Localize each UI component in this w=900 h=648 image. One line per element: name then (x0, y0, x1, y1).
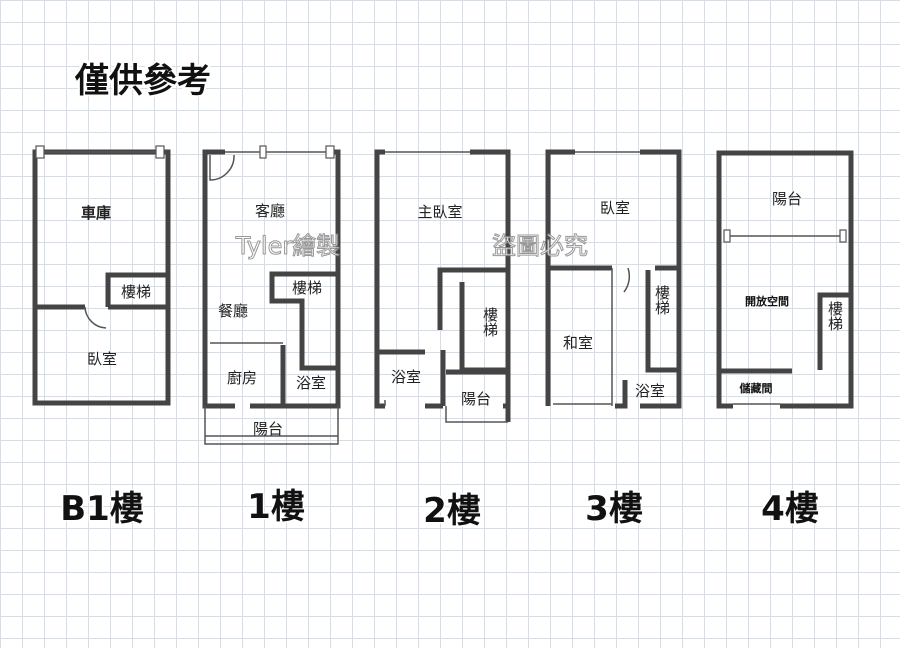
copyright-watermark: 盜圖必究 (492, 232, 588, 260)
floor-plan-2f: 主臥室 樓梯 浴室 陽台 2樓 (374, 149, 511, 533)
room-label: 廚房 (227, 369, 257, 387)
room-label: 樓梯 (481, 307, 499, 337)
floor-label: 2樓 (423, 491, 481, 531)
floor-label: 3樓 (585, 489, 643, 529)
room-label: 樓梯 (292, 279, 322, 297)
room-label: 餐廳 (218, 302, 248, 320)
floor-plan-b1: 車庫 樓梯 臥室 B1樓 (32, 145, 171, 531)
room-label: 浴室 (296, 374, 326, 392)
room-label: 陽台 (253, 420, 283, 438)
room-label: 浴室 (391, 368, 421, 386)
floor-plan-1f: 客廳 樓梯 餐廳 廚房 浴室 陽台 1樓 (202, 145, 341, 529)
floor-plan-3f: 臥室 樓梯 和室 浴室 3樓 (545, 149, 682, 531)
room-label: 陽台 (461, 390, 491, 408)
room-label: 客廳 (255, 202, 285, 220)
room-label: 主臥室 (417, 203, 462, 221)
room-label: 樓梯 (826, 301, 844, 331)
room-label: 儲藏間 (739, 381, 773, 395)
room-label: 開放空間 (745, 294, 789, 308)
floor-label: 1樓 (247, 487, 305, 527)
room-label: 臥室 (600, 199, 630, 217)
disclaimer-title: 僅供參考 (74, 61, 211, 101)
room-label: 車庫 (81, 204, 111, 222)
room-label: 浴室 (635, 382, 665, 400)
floor-plan-4f: 陽台 開放空間 樓梯 儲藏間 4樓 (716, 150, 854, 531)
room-label: 臥室 (87, 350, 117, 368)
room-label: 樓梯 (653, 285, 671, 315)
author-watermark: Tyler繪製 (235, 232, 340, 260)
floor-label: B1樓 (60, 489, 144, 529)
floor-label: 4樓 (761, 489, 819, 529)
room-label: 樓梯 (121, 283, 151, 301)
room-label: 和室 (563, 334, 593, 352)
room-label: 陽台 (772, 190, 802, 208)
